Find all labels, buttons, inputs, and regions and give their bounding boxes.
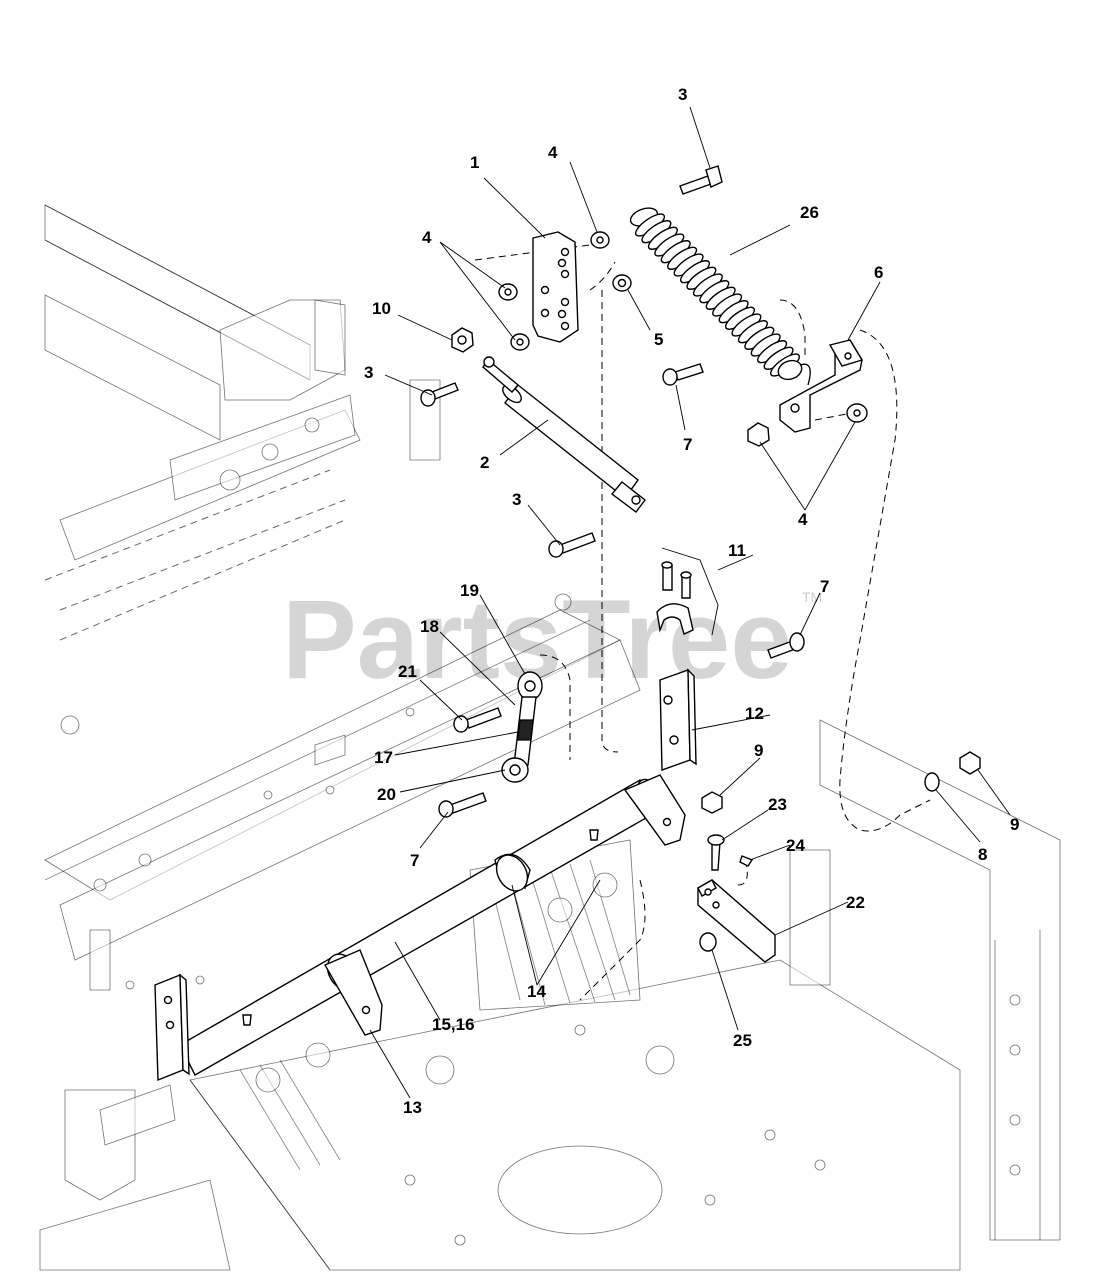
callout-c9a: 9 <box>754 741 763 760</box>
callout-c5: 5 <box>654 330 663 349</box>
callout-c9b: 9 <box>1010 815 1019 834</box>
hardware-fasteners <box>420 165 981 952</box>
tie-rod-linkage <box>501 671 543 783</box>
callout-c7b: 7 <box>820 577 829 596</box>
callout-c23: 23 <box>768 795 787 814</box>
callout-c12: 12 <box>745 704 764 723</box>
spring-bracket <box>779 339 864 433</box>
callout-c1: 1 <box>470 153 479 172</box>
callout-c4b: 4 <box>422 228 432 247</box>
callout-c25: 25 <box>733 1031 752 1050</box>
callout-c24: 24 <box>786 836 805 855</box>
callout-c11: 11 <box>728 541 746 560</box>
mower-frame-background <box>39 204 1061 1271</box>
callout-c4a: 4 <box>548 143 558 162</box>
callout-c22: 22 <box>846 893 865 912</box>
callout-c8: 8 <box>978 845 987 864</box>
callout-c10: 10 <box>372 299 391 318</box>
callout-c3b: 3 <box>364 363 373 382</box>
callout-c7a: 7 <box>683 435 692 454</box>
callout-c14: 14 <box>527 982 546 1001</box>
callout-c2: 2 <box>480 453 489 472</box>
callout-c4c: 4 <box>798 510 808 529</box>
callout-c15: 15,16 <box>432 1015 475 1034</box>
callout-c20: 20 <box>377 785 396 804</box>
watermark: PartsTree TM <box>282 577 822 702</box>
callout-c17: 17 <box>374 748 393 767</box>
callout-c6: 6 <box>874 263 883 282</box>
callout-c18: 18 <box>420 617 439 636</box>
callout-c3a: 3 <box>678 85 687 104</box>
callout-c21: 21 <box>398 662 417 681</box>
callout-c13: 13 <box>403 1098 422 1117</box>
mounting-plate <box>532 231 579 343</box>
callout-c19: 19 <box>460 581 479 600</box>
watermark-trademark: TM <box>802 589 822 605</box>
gas-cylinder <box>482 356 646 513</box>
callout-c26: 26 <box>800 203 819 222</box>
callout-c7c: 7 <box>410 851 419 870</box>
callout-c3c: 3 <box>512 490 521 509</box>
extension-spring <box>629 207 811 386</box>
cross-shaft-assembly <box>154 668 776 1082</box>
leader-lines <box>369 106 1011 1099</box>
